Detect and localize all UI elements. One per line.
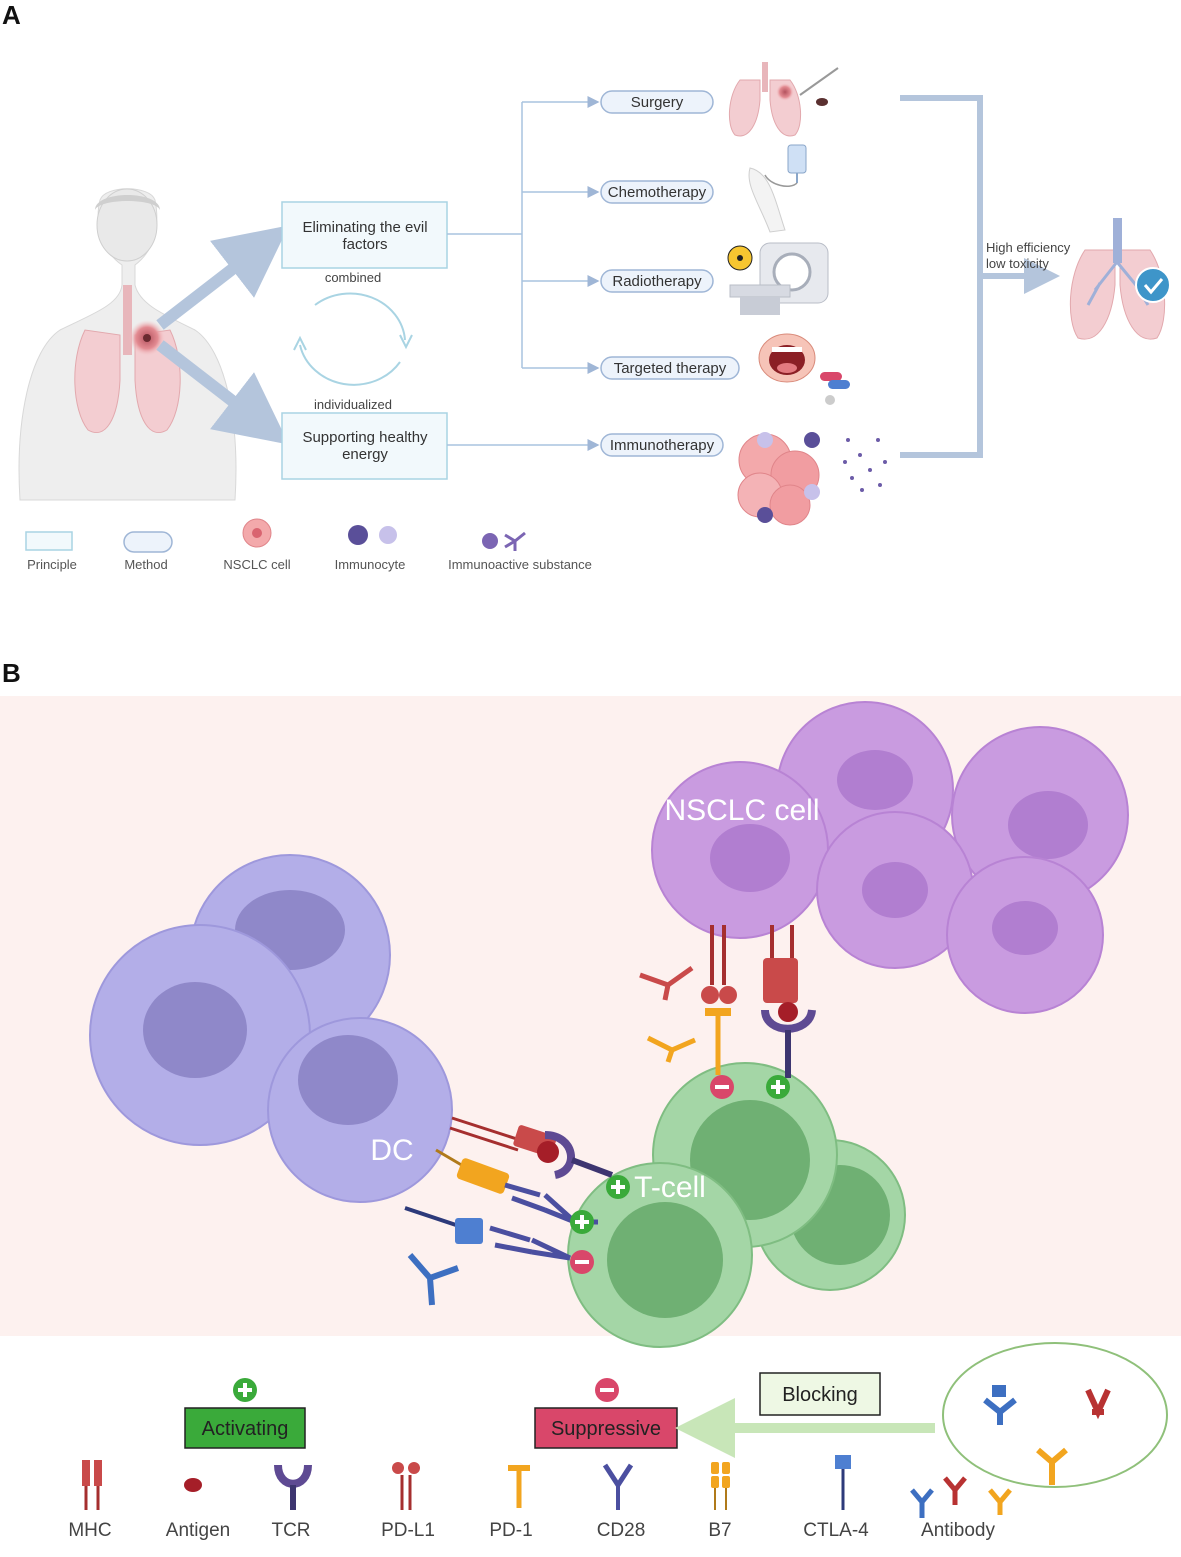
individualized-label: individualized	[314, 397, 392, 412]
arrow-to-supporting	[156, 340, 289, 445]
b7-label: B7	[708, 1520, 731, 1541]
eliminating-line-1: Eliminating the evil	[302, 219, 427, 236]
method-pill-immunotherapy: Immunotherapy	[600, 433, 724, 457]
tcr-icon	[274, 1464, 312, 1510]
blocking-label: Blocking	[782, 1384, 858, 1406]
suppressive-label: Suppressive	[551, 1418, 661, 1440]
legend-nsclc-label: NSCLC cell	[223, 557, 290, 572]
legend-immunocyte-label: Immunocyte	[335, 557, 406, 572]
pdl1-icon	[392, 1462, 420, 1510]
method-pill-radiotherapy: Radiotherapy	[600, 269, 714, 293]
targeted-label: Targeted therapy	[614, 360, 727, 377]
legend-method-label: Method	[124, 557, 167, 572]
ctla4-label: CTLA-4	[803, 1520, 869, 1541]
nsclc-tcell-receptors	[701, 925, 816, 1099]
principle-box-supporting: Supporting healthy energy	[281, 412, 448, 480]
b7-icon	[711, 1462, 730, 1510]
legend-immunocyte-icon	[348, 525, 368, 545]
tcell-label: T-cell	[634, 1171, 706, 1204]
healthy-lungs-icon	[1069, 218, 1171, 340]
dc-label: DC	[370, 1134, 413, 1167]
suppressive-key: Suppressive	[534, 1378, 678, 1449]
free-antibodies-top	[639, 965, 696, 1063]
cd28-icon	[602, 1463, 634, 1510]
ctla4-icon	[835, 1455, 851, 1510]
tcr-label: TCR	[271, 1520, 310, 1541]
outcome-bracket	[900, 95, 1060, 458]
method-connectors	[447, 96, 600, 451]
method-pill-chemotherapy: Chemotherapy	[600, 180, 714, 204]
pdl1-label: PD-L1	[381, 1520, 435, 1541]
molecule-legend-row	[82, 1455, 1012, 1518]
surgery-label: Surgery	[631, 94, 684, 111]
immunotherapy-cells-icon	[737, 432, 887, 526]
mhc-icon	[82, 1460, 102, 1510]
tcell-cluster	[567, 1062, 906, 1348]
panel-b-letter: B	[2, 658, 21, 688]
antigen-icon	[184, 1478, 202, 1492]
method-pill-surgery: Surgery	[600, 90, 714, 114]
dc-cell-cluster	[89, 854, 453, 1203]
cycle-arrows-icon	[293, 292, 413, 386]
mhc-label: MHC	[68, 1520, 111, 1541]
pd1-icon	[508, 1465, 530, 1508]
antibody-icons	[910, 1476, 1012, 1518]
outcome-line-2: low toxicity	[986, 256, 1049, 271]
principle-box-eliminating: Eliminating the evil factors	[281, 201, 448, 269]
surgery-lungs-icon	[728, 62, 839, 137]
human-figure-illustration	[18, 188, 237, 501]
immunotherapy-label: Immunotherapy	[610, 437, 715, 454]
supporting-line-2: energy	[342, 446, 388, 463]
legend-substance-label: Immunoactive substance	[448, 557, 592, 572]
radiotherapy-machine-icon	[727, 242, 829, 315]
legend-panel-a: Principle Method NSCLC cell Immunocyte I…	[25, 518, 592, 572]
chemotherapy-iv-icon	[748, 144, 807, 233]
legend-substance-icon	[482, 533, 498, 549]
legend-principle-label: Principle	[27, 557, 77, 572]
eliminating-line-2: factors	[342, 236, 387, 253]
activating-key: Activating	[184, 1378, 306, 1449]
antigen-label: Antigen	[166, 1520, 230, 1541]
antibody-blocking-ellipse	[942, 1342, 1168, 1488]
pd1-label: PD-1	[489, 1520, 532, 1541]
antibody-label: Antibody	[921, 1520, 995, 1541]
combined-label: combined	[325, 270, 381, 285]
nsclc-cell-cluster	[651, 701, 1129, 1014]
panel-a-letter: A	[2, 0, 21, 30]
outcome-line-1: High efficiency	[986, 240, 1071, 255]
dc-tcell-receptors	[404, 1116, 630, 1306]
activating-label: Activating	[202, 1418, 289, 1440]
targeted-therapy-mouth-icon	[758, 333, 850, 405]
supporting-line-1: Supporting healthy	[302, 429, 428, 446]
blocking-key: Blocking	[675, 1372, 935, 1458]
nsclc-cell-label: NSCLC cell	[664, 794, 819, 827]
chemotherapy-label: Chemotherapy	[608, 184, 707, 201]
arrow-to-eliminating	[156, 225, 289, 330]
method-pill-targeted: Targeted therapy	[600, 356, 740, 380]
cd28-label: CD28	[597, 1520, 646, 1541]
radiotherapy-label: Radiotherapy	[612, 273, 702, 290]
